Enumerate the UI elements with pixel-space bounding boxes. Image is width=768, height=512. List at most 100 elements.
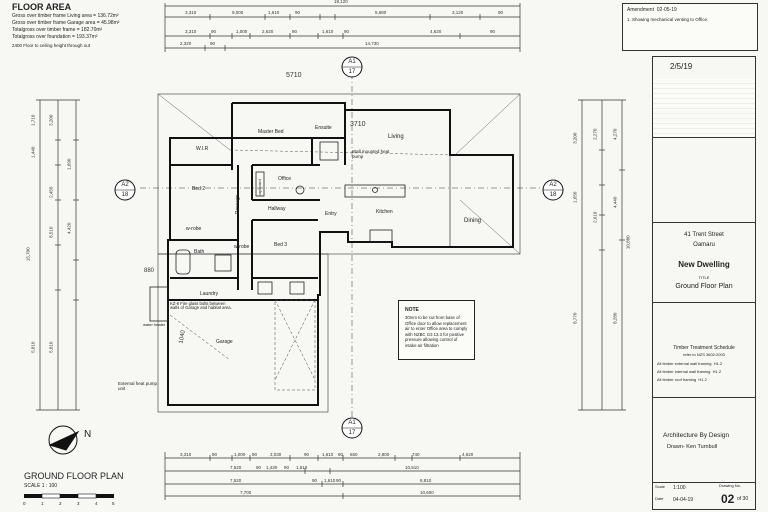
dim-text: 10,880 bbox=[625, 235, 631, 250]
amendment-header: Amendment 02-05-19 bbox=[627, 7, 677, 13]
amendment-box: Amendment 02-05-19 1. Showing mechanical… bbox=[622, 3, 758, 51]
dim-text: 90 bbox=[295, 10, 301, 15]
dim-text: 7,520 bbox=[230, 465, 242, 470]
room-garage: Garage bbox=[216, 339, 233, 345]
dim-text: 3,200 bbox=[48, 114, 54, 126]
dim-text: 5,680 bbox=[375, 10, 387, 15]
room-ensuite: Ensuite bbox=[315, 125, 332, 131]
dim-text: 1,610 bbox=[322, 452, 334, 457]
dim-text: 7,700 bbox=[240, 490, 252, 495]
room-laundry: Laundry bbox=[200, 291, 219, 297]
dim-text: 10,600 bbox=[420, 490, 434, 495]
room-bed-2: Bed 2 bbox=[192, 186, 206, 192]
title-block-stamp-cell bbox=[653, 57, 755, 80]
dim-text: 90 bbox=[210, 41, 216, 46]
dim-text: 1,440 bbox=[30, 146, 36, 158]
scale-bar-tick: 3 bbox=[77, 501, 80, 506]
timber-title: Timber Treatment Schedule bbox=[673, 345, 735, 351]
section-sheet: 17 bbox=[348, 430, 356, 436]
sheet-info-cell: Scale 1:100 Date 04-04-19 Drawing No. 02… bbox=[653, 482, 755, 509]
dim-text: 4,420 bbox=[66, 222, 72, 234]
scale-bar-tick: 1 bbox=[41, 501, 44, 506]
dim-text: 10,510 bbox=[405, 465, 419, 470]
room-wrobe: w-robe bbox=[234, 244, 250, 250]
drawing-no-label: Drawing No. bbox=[719, 483, 742, 488]
section-marker-top: A1 17 bbox=[340, 55, 364, 84]
room-office: Office bbox=[278, 176, 291, 182]
water-heater-label: water heater bbox=[143, 322, 166, 327]
date-value: 04-04-19 bbox=[673, 497, 694, 503]
room-kitchen: Kitchen bbox=[376, 209, 393, 215]
dim-text: 2,610 bbox=[592, 211, 598, 223]
scale-bar-tick: 2 bbox=[59, 501, 62, 506]
north-label: N bbox=[84, 429, 92, 440]
dim-text: 90 bbox=[498, 10, 504, 15]
dim-text: 1,430 bbox=[266, 465, 278, 470]
drawing-total: of 30 bbox=[737, 496, 749, 502]
dim-text: 3,030 bbox=[270, 452, 282, 457]
dim-text: 90 bbox=[490, 29, 496, 34]
room-passage: Passage bbox=[235, 194, 241, 214]
dim-text: 3,310 bbox=[185, 29, 197, 34]
dim-text: 3,120 bbox=[452, 10, 464, 15]
section-sheet: 17 bbox=[348, 69, 356, 75]
section-marker-left: A2 18 bbox=[113, 178, 137, 207]
dim-text: 2,320 bbox=[180, 41, 192, 46]
dim-text: 1,710 bbox=[30, 114, 36, 126]
dim-text: 4,620 bbox=[430, 29, 442, 34]
project-address: 41 Trent Street bbox=[684, 232, 724, 238]
note-title: NOTE bbox=[405, 307, 419, 313]
handwritten-note: 5710 bbox=[286, 72, 302, 79]
section-id: A2 bbox=[549, 182, 557, 188]
dim-text: 4,440 bbox=[612, 196, 618, 208]
company-cell: Architecture By Design Drawn- Ken Turnbu… bbox=[653, 397, 755, 483]
dim-text: 9,000 bbox=[232, 10, 244, 15]
north-arrow bbox=[48, 425, 80, 455]
dim-text: 5,810 bbox=[48, 341, 54, 353]
room-wrobe: w-robe bbox=[186, 226, 202, 232]
room-wir: W.I.R bbox=[196, 146, 209, 152]
dim-text: 3,310 bbox=[185, 10, 197, 15]
dim-text: 1,610 bbox=[268, 10, 280, 15]
dim-text: 3,310 bbox=[180, 452, 192, 457]
dim-text: 740 bbox=[412, 452, 420, 457]
external-heat-pump-label: External heat pump unit bbox=[118, 381, 158, 391]
timber-row: All timber external wall framing H1.2 bbox=[657, 361, 723, 366]
floor-area-title: FLOOR AREA bbox=[12, 2, 72, 12]
dim-text: 7,520 bbox=[230, 478, 242, 483]
floor-area-row: Gross over timber frame Garage area = 45… bbox=[12, 20, 120, 26]
room-living: Living bbox=[388, 134, 404, 140]
section-id: A1 bbox=[348, 420, 356, 426]
dim-text: 4,620 bbox=[462, 452, 474, 457]
date-label: Date bbox=[655, 496, 664, 501]
dim-text: 8,280 bbox=[612, 312, 618, 324]
section-marker-right: A2 18 bbox=[541, 178, 565, 207]
company-name: Architecture By Design bbox=[663, 432, 730, 439]
scale-bar-tick: 5 bbox=[112, 501, 115, 506]
room-master-bed: Master Bed bbox=[258, 129, 284, 135]
amendment-text: 1. Showing mechanical venting to Office. bbox=[627, 17, 709, 22]
room-hallway: Hallway bbox=[268, 206, 286, 212]
dim-text: 15,700 bbox=[25, 247, 31, 262]
scale-label: Scale bbox=[655, 484, 666, 489]
section-id: A2 bbox=[121, 182, 129, 188]
room-bath: Bath bbox=[194, 249, 205, 255]
timber-row: All timber internal wall framing H1.2 bbox=[657, 369, 722, 374]
dim-text: 8,510 bbox=[48, 226, 54, 238]
dim-text: 1,000 bbox=[236, 29, 248, 34]
room-entry: Entry bbox=[325, 211, 337, 217]
date-stamp: 2/5/19 bbox=[670, 62, 693, 71]
dim-text: 4,270 bbox=[612, 128, 618, 140]
dim-text: 90 bbox=[336, 478, 342, 483]
plan-scale: SCALE 1 : 100 bbox=[24, 483, 58, 489]
project-city: Oamaru bbox=[693, 242, 715, 248]
section-marker-bottom: A1 17 bbox=[340, 416, 364, 445]
dim-text: 90 bbox=[344, 29, 350, 34]
dim-text: 8,770 bbox=[572, 312, 578, 324]
dim-text: 2,620 bbox=[262, 29, 274, 34]
title-block-notes-cell bbox=[653, 79, 755, 138]
dim-text: 2,800 bbox=[378, 452, 390, 457]
dim-text: 1,690 bbox=[66, 158, 72, 170]
